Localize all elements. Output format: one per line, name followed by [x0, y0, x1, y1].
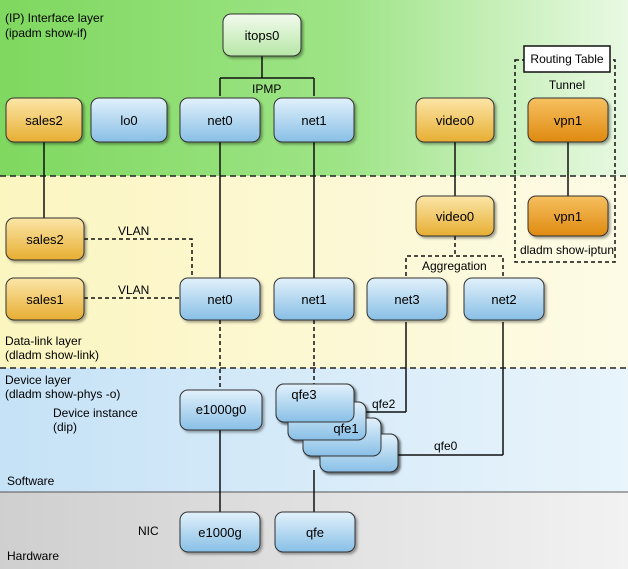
lo0-node — [90, 97, 168, 143]
net0-dl-node — [179, 277, 261, 321]
net3-dl-node — [366, 277, 448, 321]
hardware-label: Hardware — [7, 549, 59, 563]
routing-table-label: Routing Table — [530, 52, 603, 66]
net2-dl-label: net2 — [491, 292, 516, 307]
routing-table-box — [523, 45, 611, 73]
net3-dl-label: net3 — [394, 292, 419, 307]
e1000g-label: e1000g — [198, 525, 241, 540]
datalink-layer-cmd: (dladm show-link) — [5, 348, 99, 362]
device-layer-cmd: (dladm show-phys -o) — [5, 387, 120, 401]
net1-ip-label: net1 — [301, 113, 326, 128]
sales1-dl-label: sales1 — [26, 292, 64, 307]
datalink-layer-title: Data-link layer — [5, 334, 82, 348]
e1000g0-node — [179, 389, 263, 431]
vpn1-ip-node — [527, 97, 609, 143]
vpn1-dl-node — [527, 195, 609, 237]
itops0-node — [222, 13, 302, 57]
qfe-label: qfe — [306, 525, 324, 540]
nic-label: NIC — [138, 524, 159, 538]
ipmp-label: IPMP — [252, 82, 281, 96]
device-instance-cmd: (dip) — [53, 420, 77, 434]
sales1-dl-node — [5, 277, 85, 321]
net1-ip-node — [273, 97, 355, 143]
vlan-upper-line — [84, 238, 193, 278]
sales2-ip-node — [5, 97, 83, 143]
vpn1-ip-label: vpn1 — [554, 113, 582, 128]
video0-dl-node — [415, 195, 495, 237]
qfe3-node-front — [275, 383, 355, 423]
qfe1-label: qfe1 — [333, 421, 358, 436]
net0-dl-label: net0 — [207, 292, 232, 307]
sales2-dl-label: sales2 — [26, 232, 64, 247]
video0-ip-label: video0 — [436, 113, 474, 128]
net1-dl-label: net1 — [301, 292, 326, 307]
aggregation-label: Aggregation — [422, 259, 487, 273]
e1000g0-label: e1000g0 — [196, 402, 247, 417]
vlan-upper-label: VLAN — [118, 224, 149, 238]
lo0-label: lo0 — [120, 113, 137, 128]
net1-dl-node — [273, 277, 355, 321]
video0-ip-node — [415, 97, 495, 143]
itops0-label: itops0 — [245, 28, 280, 43]
vlan-lower-label: VLAN — [118, 283, 149, 297]
e1000g-nic-node — [179, 511, 261, 553]
software-label: Software — [7, 474, 55, 488]
sales2-ip-label: sales2 — [25, 113, 63, 128]
tunnel-label: Tunnel — [549, 78, 585, 92]
device-layer-title: Device layer — [5, 373, 71, 387]
ip-layer-title: (IP) Interface layer — [5, 11, 104, 25]
aggregation-bracket — [405, 255, 504, 276]
net2-dl-node — [463, 277, 545, 321]
video0-dl-label: video0 — [436, 209, 474, 224]
qfe0-label: qfe0 — [434, 439, 458, 453]
ip-layer-cmd: (ipadm show-if) — [5, 26, 87, 40]
net0-ip-node — [179, 97, 261, 143]
device-instance-label: Device instance — [53, 406, 138, 420]
iptun-cmd-label: dladm show-iptun — [520, 243, 614, 257]
net0-ip-label: net0 — [207, 113, 232, 128]
qfe2-label: qfe2 — [372, 397, 396, 411]
vpn1-dl-label: vpn1 — [554, 209, 582, 224]
qfe-nic-node — [274, 511, 356, 553]
sales2-dl-node — [5, 217, 85, 261]
qfe3-label: qfe3 — [291, 387, 316, 402]
